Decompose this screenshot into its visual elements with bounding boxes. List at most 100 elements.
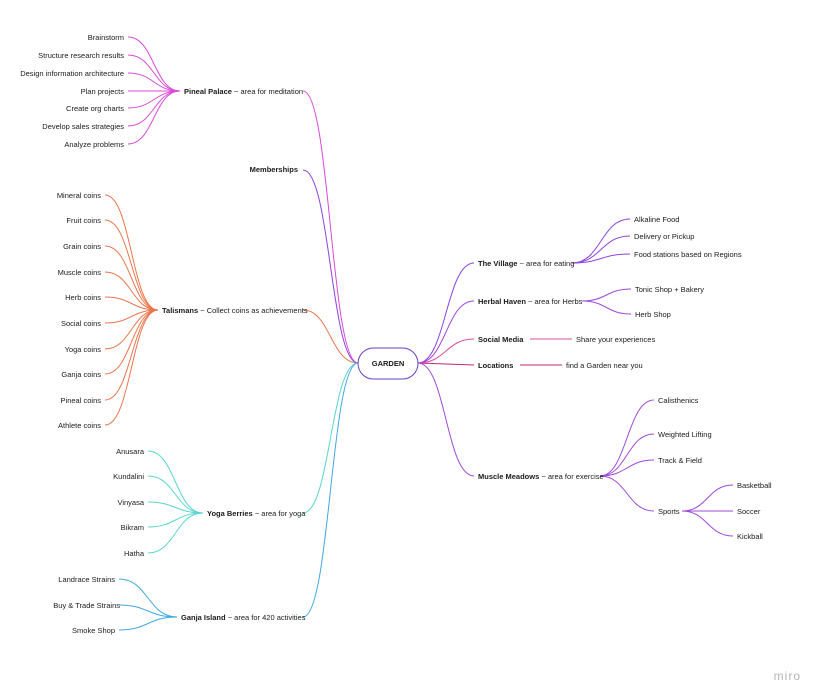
connector-line [147, 501, 204, 514]
leaf-node[interactable]: Food stations based on Regions [634, 250, 742, 259]
connector-line [127, 90, 181, 127]
branch-title: The Village [478, 259, 517, 268]
leaf-node[interactable]: Structure research results [38, 51, 124, 60]
branch-yoga-berries[interactable]: Yoga Berries ~ area for yoga [207, 509, 306, 518]
leaf-node[interactable]: Buy & Trade Strains [53, 601, 120, 610]
connector-line [118, 604, 178, 618]
connector-line [127, 72, 181, 92]
connector-line [417, 362, 475, 477]
leaf-node[interactable]: Brainstorm [88, 33, 124, 42]
branch-title: Herbal Haven [478, 297, 526, 306]
connector-line [417, 262, 475, 364]
leaf-node[interactable]: Create org charts [66, 104, 124, 113]
connector-line [302, 90, 359, 364]
leaf-node[interactable]: Track & Field [658, 456, 702, 465]
connector-line [104, 296, 159, 311]
leaf-node[interactable]: Develop sales strategies [42, 122, 124, 131]
leaf-node[interactable]: Analyze problems [64, 140, 124, 149]
leaf-node[interactable]: Alkaline Food [634, 215, 679, 224]
leaf-node-sports[interactable]: Sports [658, 507, 680, 516]
leaf-node[interactable]: Bikram [121, 523, 144, 532]
connector-line [147, 475, 204, 514]
leaf-node[interactable]: Smoke Shop [72, 626, 115, 635]
connector-line [417, 300, 475, 364]
connector-line [599, 433, 655, 477]
root-label: GARDEN [372, 359, 405, 368]
connector-line [127, 36, 181, 92]
branch-herbal-haven[interactable]: Herbal Haven ~ area for Herbs [478, 297, 583, 306]
branch-the-village[interactable]: The Village ~ area for eating [478, 259, 574, 268]
connector-line [302, 362, 359, 514]
leaf-node[interactable]: Plan projects [81, 87, 125, 96]
leaf-node[interactable]: Kickball [737, 532, 763, 541]
connector-line [302, 309, 359, 364]
leaf-node[interactable]: Soccer [737, 507, 761, 516]
leaf-node[interactable]: Vinyasa [117, 498, 144, 507]
leaf-node[interactable]: Yoga coins [65, 345, 102, 354]
branch-pineal-palace[interactable]: Pineal Palace ~ area for meditation [184, 87, 303, 96]
leaf-node[interactable]: Calisthenics [658, 396, 699, 405]
leaf-node[interactable]: Social coins [61, 319, 101, 328]
branch-title: Talismans [162, 306, 198, 315]
leaf-node[interactable]: Anusara [116, 447, 145, 456]
branch-desc: ~ area for Herbs [528, 297, 583, 306]
leaf-node[interactable]: Hatha [124, 549, 145, 558]
leaf-node[interactable]: Herb coins [65, 293, 101, 302]
leaf-node[interactable]: Weighted Lifting [658, 430, 712, 439]
branch-muscle-meadows[interactable]: Muscle Meadows ~ area for exercise [478, 472, 604, 481]
branch-desc: ~ Collect coins as achievements [200, 306, 308, 315]
branch-memberships[interactable]: Memberships [250, 165, 298, 174]
connector-line [104, 219, 159, 311]
branch-ganja-island[interactable]: Ganja Island ~ area for 420 activities [181, 613, 306, 622]
branch-title: Yoga Berries [207, 509, 253, 518]
leaf-node[interactable]: Pineal coins [61, 396, 102, 405]
connector-line [104, 309, 159, 350]
leaf-node[interactable]: Mineral coins [57, 191, 101, 200]
connector-line [599, 459, 655, 477]
branch-title: Social Media [478, 335, 524, 344]
leaf-node[interactable]: Delivery or Pickup [634, 232, 694, 241]
connector-line [104, 309, 159, 375]
leaf-node[interactable]: Muscle coins [58, 268, 102, 277]
root-node[interactable]: GARDEN [357, 347, 419, 380]
leaf-node[interactable]: Share your experiences [576, 335, 655, 344]
leaf-node[interactable]: Fruit coins [66, 216, 101, 225]
connector-line [302, 362, 359, 618]
branch-title: Pineal Palace [184, 87, 232, 96]
connector-line [104, 309, 159, 426]
connector-line [147, 450, 204, 514]
leaf-node[interactable]: Tonic Shop + Bakery [635, 285, 704, 294]
leaf-node[interactable]: Herb Shop [635, 310, 671, 319]
branch-title: Memberships [250, 165, 298, 174]
connector-line [581, 288, 632, 302]
branch-desc: ~ area for exercise [541, 472, 603, 481]
branch-desc: ~ area for 420 activities [228, 613, 306, 622]
connector-line [681, 510, 734, 537]
branch-social-media[interactable]: Social Media [478, 335, 524, 344]
branch-title: Muscle Meadows [478, 472, 539, 481]
leaf-node[interactable]: Grain coins [63, 242, 101, 251]
connector-line [599, 475, 655, 512]
connector-line [302, 169, 359, 364]
branch-title: Locations [478, 361, 513, 370]
connector-line [599, 399, 655, 477]
connector-lines [104, 36, 734, 631]
leaf-node[interactable]: find a Garden near you [566, 361, 643, 370]
leaf-node[interactable]: Kundalini [113, 472, 144, 481]
branch-talismans[interactable]: Talismans ~ Collect coins as achievement… [162, 306, 308, 315]
leaf-node[interactable]: Ganja coins [61, 370, 101, 379]
connector-line [127, 90, 181, 109]
connector-line [104, 309, 159, 401]
branch-desc: ~ area for yoga [255, 509, 306, 518]
connector-line [147, 512, 204, 528]
leaf-node[interactable]: Athlete coins [58, 421, 101, 430]
leaf-node[interactable]: Design information architecture [20, 69, 124, 78]
miro-watermark: miro [774, 669, 801, 683]
connector-line [571, 218, 631, 264]
leaf-node[interactable]: Basketball [737, 481, 772, 490]
connector-line [147, 512, 204, 554]
branch-locations[interactable]: Locations [478, 361, 513, 370]
leaf-node[interactable]: Landrace Strains [58, 575, 115, 584]
connector-line [581, 300, 632, 315]
